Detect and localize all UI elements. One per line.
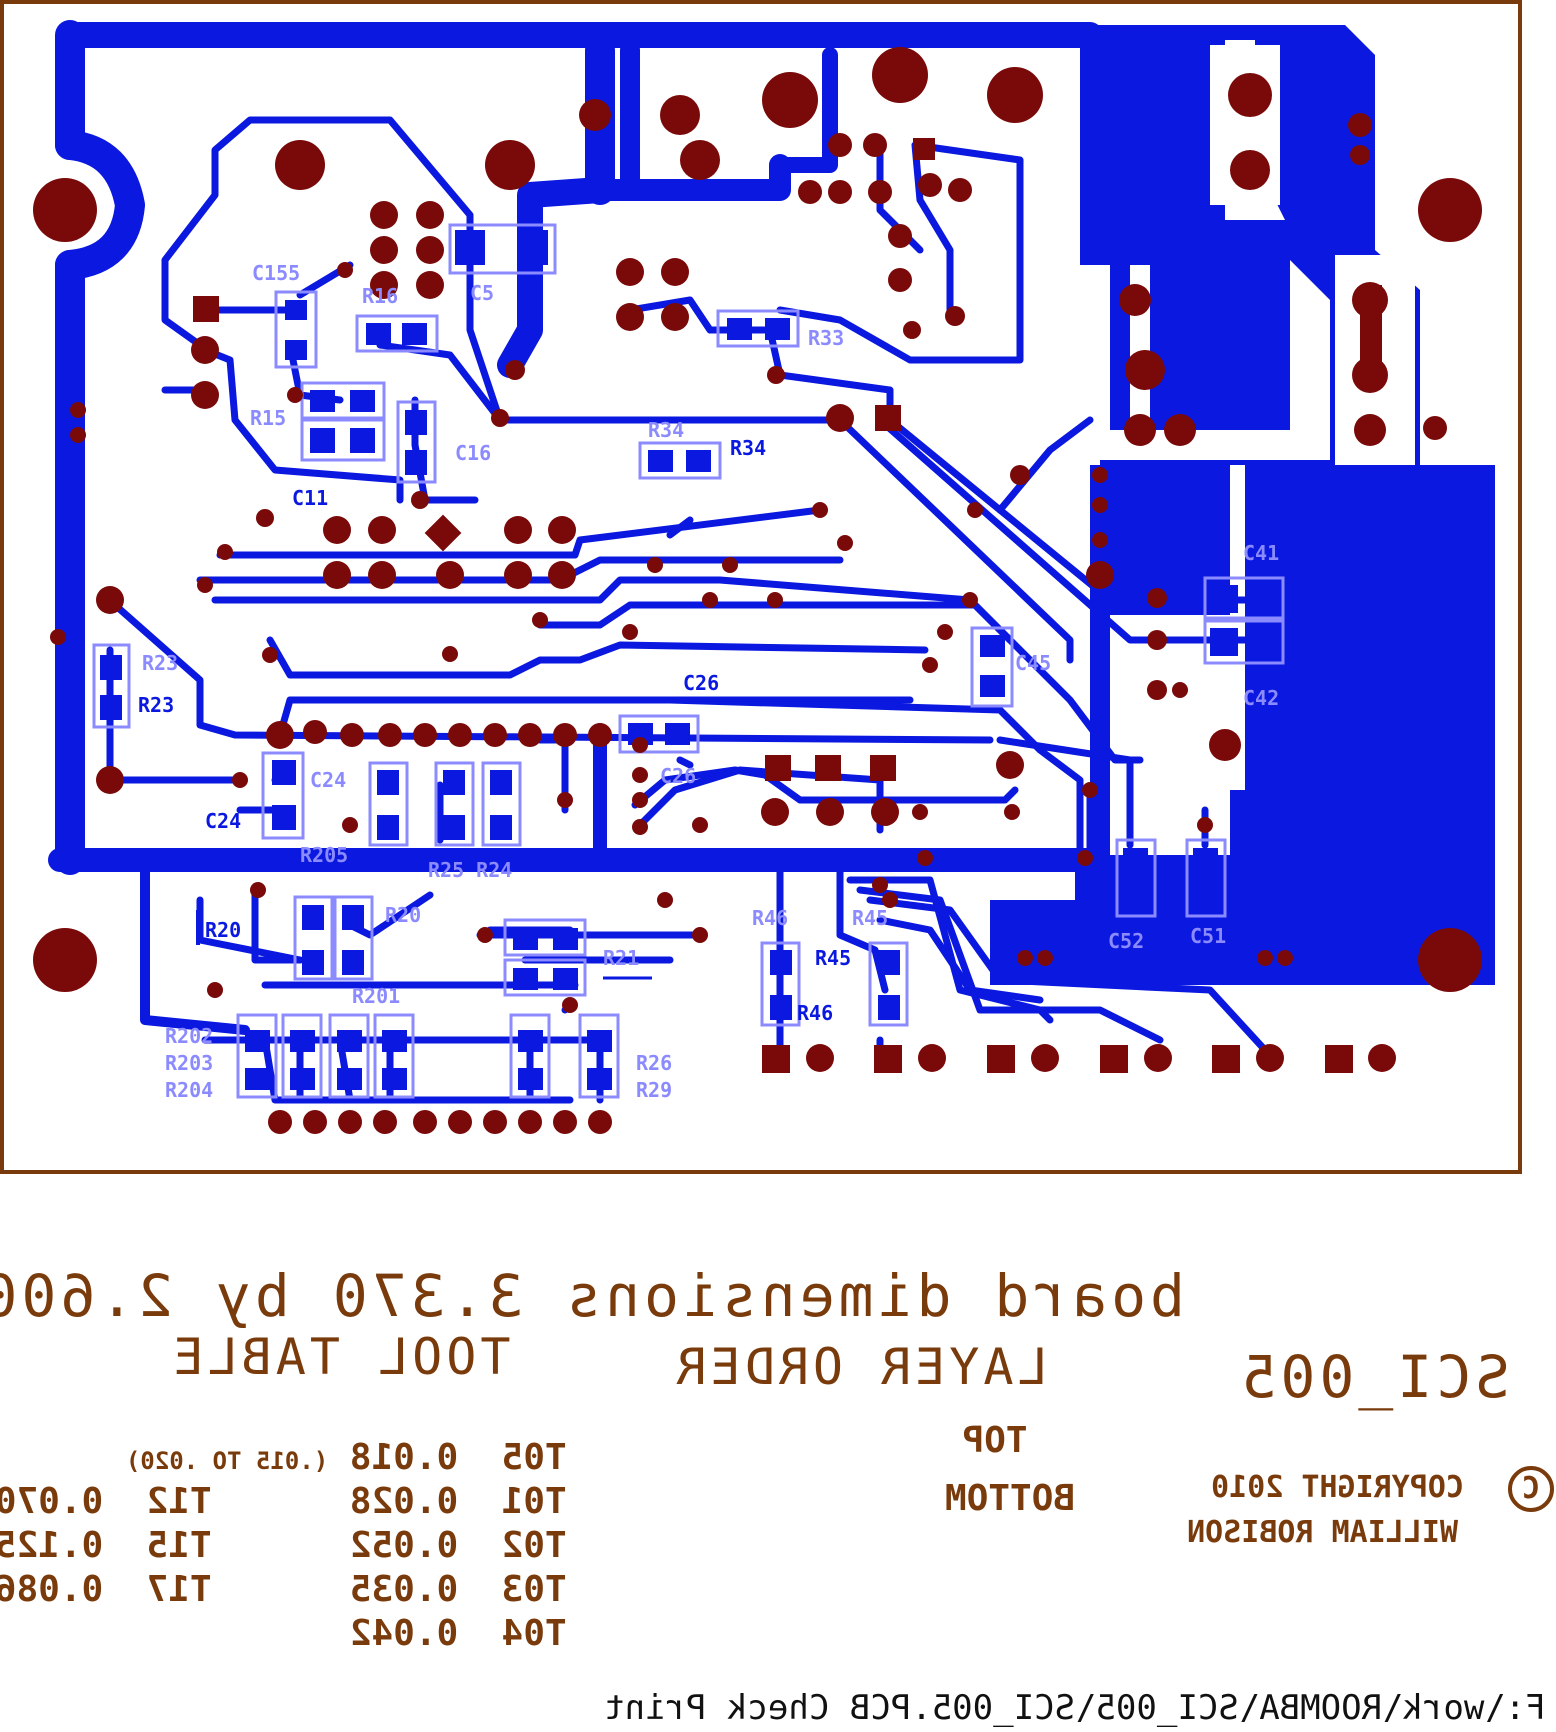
label-R23: R23: [138, 693, 174, 717]
copyright-line2: WILLIAM ROBISON: [1187, 1515, 1458, 1550]
copper-traces: [48, 20, 1103, 1035]
board-name: SCI_005: [1237, 1343, 1510, 1411]
label-C26: C26: [683, 671, 719, 695]
label-R23-silk: R23: [142, 651, 178, 675]
label-R45-silk: R45: [852, 906, 888, 930]
label-R45: R45: [815, 946, 851, 970]
copyright-line1: COPYRIGHT 2010: [1211, 1470, 1464, 1505]
tool-row-t17: T17 0.086: [0, 1528, 255, 1610]
label-C155: C155: [252, 261, 300, 285]
pcb-board-drawing: C155 R16 C5 R15 C11 C16 R33 R34 R34 C41 …: [0, 0, 1522, 1174]
layer-top: TOP: [962, 1420, 1028, 1461]
tool-table-title: TOOL TABLE: [169, 1328, 511, 1386]
board-dimensions-note: board dimensions 3.370 by 2.600: [0, 1262, 1185, 1330]
label-R201: R201: [352, 984, 400, 1008]
label-R33: R33: [808, 326, 844, 350]
label-C16: C16: [455, 441, 491, 465]
label-R202: R202: [165, 1024, 213, 1048]
file-path-footer: F:\work\ROOMBA\SCI_005\SCI_005.PCB Check…: [604, 1688, 1546, 1728]
label-R15: R15: [250, 406, 286, 430]
label-C24-silk: C24: [310, 768, 346, 792]
tool-size: 0.042: [349, 1613, 459, 1654]
label-C5: C5: [470, 281, 494, 305]
label-R204: R204: [165, 1078, 213, 1102]
label-C41: C41: [1243, 541, 1279, 565]
layer-bottom: BOTTOM: [944, 1478, 1076, 1519]
label-C11: C11: [292, 486, 328, 510]
label-C52: C52: [1108, 929, 1144, 953]
tool-row-t04: T04 0.042: [350, 1572, 610, 1654]
label-C26-silk: C26: [660, 764, 696, 788]
label-R46: R46: [797, 1001, 833, 1025]
label-R20: R20: [205, 918, 241, 942]
label-R205: R205: [300, 843, 348, 867]
label-R34: R34: [730, 436, 766, 460]
tool-code: T04: [501, 1613, 567, 1654]
board-outline: [0, 0, 1522, 1174]
label-R29: R29: [636, 1078, 672, 1102]
label-C24: C24: [205, 809, 241, 833]
label-C51: C51: [1190, 924, 1226, 948]
tool-code: T17: [146, 1569, 212, 1610]
label-R46-silk: R46: [752, 906, 788, 930]
label-C42: C42: [1243, 686, 1279, 710]
label-C45: C45: [1015, 651, 1051, 675]
layer-order-title: LAYER ORDER: [672, 1338, 1048, 1396]
label-R25-R24: R25 R24: [428, 858, 512, 882]
label-R20-silk: R20: [385, 903, 421, 927]
tool-size: 0.086: [0, 1569, 104, 1610]
label-R26: R26: [636, 1051, 672, 1075]
through-hole-pads: [33, 47, 1482, 1134]
copyright-icon: C: [1508, 1466, 1554, 1512]
label-R34-silk: R34: [648, 418, 684, 442]
label-R16: R16: [362, 284, 398, 308]
label-R21: R21: [603, 946, 639, 970]
label-R203: R203: [165, 1051, 213, 1075]
